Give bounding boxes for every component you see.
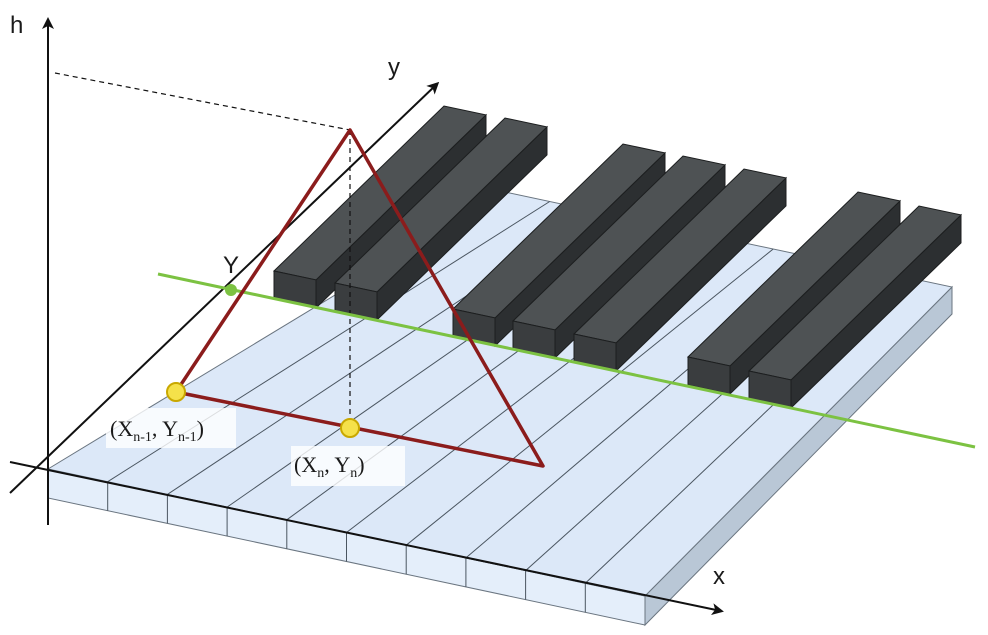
h-axis-label: h [10,12,23,39]
black-keys [272,105,963,410]
y-intercept-label: Y [223,252,239,279]
white-key-divider [405,248,774,546]
point-curr-label-bg [291,446,405,486]
piano-keyboard [46,105,963,627]
peak-height-dash [54,72,351,131]
point-prev-label-bg [106,408,236,448]
point-curr [340,418,360,438]
x-axis [9,461,724,616]
point-prev [166,382,186,402]
x-axis-label: x [713,563,725,590]
y-intercept-point [225,284,237,296]
green-line [157,272,976,449]
projection-lines [54,72,351,426]
y-axis-label: y [388,54,400,81]
